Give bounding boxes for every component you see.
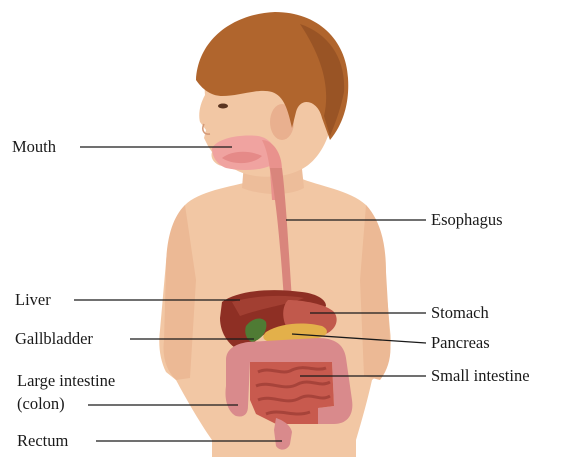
label-rectum: Rectum <box>17 431 68 450</box>
body-illustration <box>159 12 390 457</box>
label-large-intestine: Large intestine <box>17 371 115 390</box>
eye <box>218 104 228 109</box>
label-stomach: Stomach <box>431 303 489 322</box>
label-liver: Liver <box>15 290 51 309</box>
label-esophagus: Esophagus <box>431 210 503 229</box>
label-colon: (colon) <box>17 394 65 413</box>
right-arm <box>360 205 391 380</box>
label-gallbladder: Gallbladder <box>15 329 93 348</box>
label-pancreas: Pancreas <box>431 333 490 352</box>
label-small-intestine: Small intestine <box>431 366 530 385</box>
label-mouth: Mouth <box>12 137 57 156</box>
